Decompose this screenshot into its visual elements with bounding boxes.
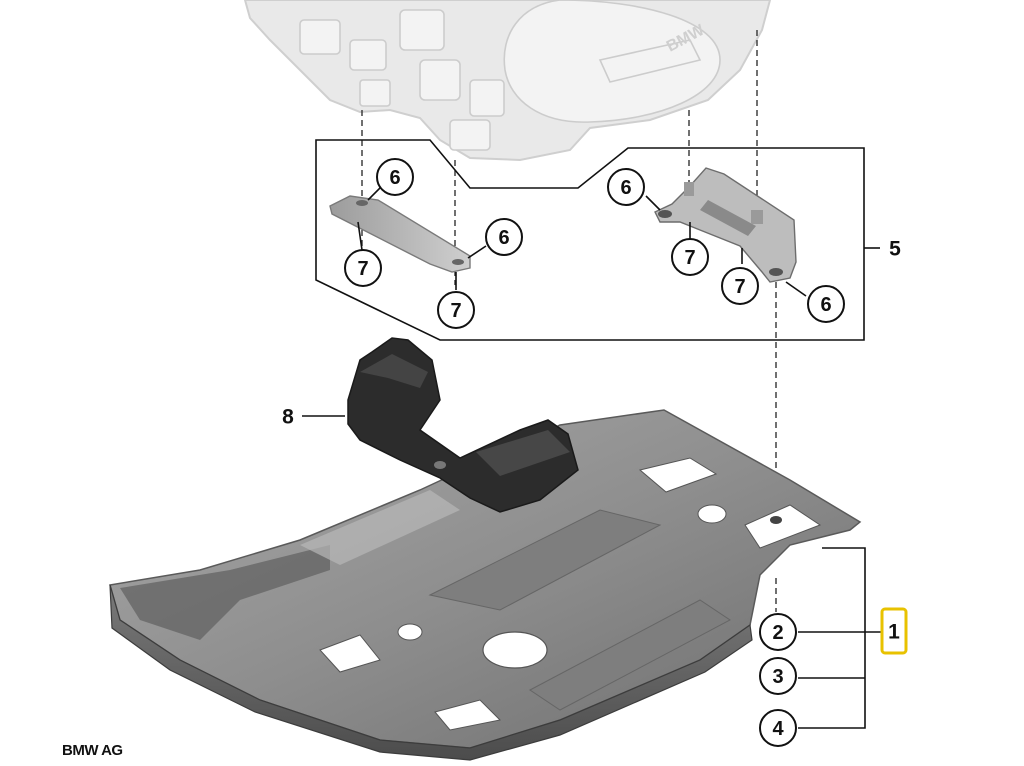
callout-5-label: 5 [889, 238, 901, 261]
small-leaders [357, 185, 807, 297]
callout-6a: 6 [376, 158, 414, 196]
holder-bracket [347, 337, 579, 513]
bracket-group-frame [315, 139, 865, 341]
callout-4: 4 [759, 709, 797, 747]
callout-7c: 7 [671, 238, 709, 276]
callout-6c-label: 6 [620, 177, 631, 199]
kit-leaders [798, 547, 882, 729]
callout-7b: 7 [437, 291, 475, 329]
callout-2-label: 2 [772, 622, 783, 644]
alignment-lines [361, 30, 777, 612]
callout-7a-label: 7 [357, 258, 368, 280]
callout-6c: 6 [607, 168, 645, 206]
highlight-box [880, 607, 908, 655]
callout-6d: 6 [807, 285, 845, 323]
callout-4-label: 4 [772, 718, 784, 740]
callout-3: 3 [759, 657, 797, 695]
callout-7a: 7 [344, 249, 382, 287]
copyright-label: BMW AG [62, 742, 123, 759]
engine-illustration: BMW [243, 0, 772, 162]
right-holder-bracket [654, 167, 797, 283]
callout-3-label: 3 [772, 666, 783, 688]
callout-6b-label: 6 [498, 227, 509, 249]
callout-6d-label: 6 [820, 294, 831, 316]
callout-6b: 6 [485, 218, 523, 256]
left-holder-bracket [329, 195, 471, 273]
callout-8-label: 8 [282, 406, 294, 429]
highlighted-callout-1[interactable]: 1 [880, 607, 908, 655]
callout-1-label: 1 [888, 621, 900, 644]
callout-7b-label: 7 [450, 300, 461, 322]
callout-7d: 7 [721, 267, 759, 305]
callout-7c-label: 7 [684, 247, 695, 269]
callout-2: 2 [759, 613, 797, 651]
callout-7d-label: 7 [734, 276, 745, 298]
callout-6a-label: 6 [389, 167, 400, 189]
